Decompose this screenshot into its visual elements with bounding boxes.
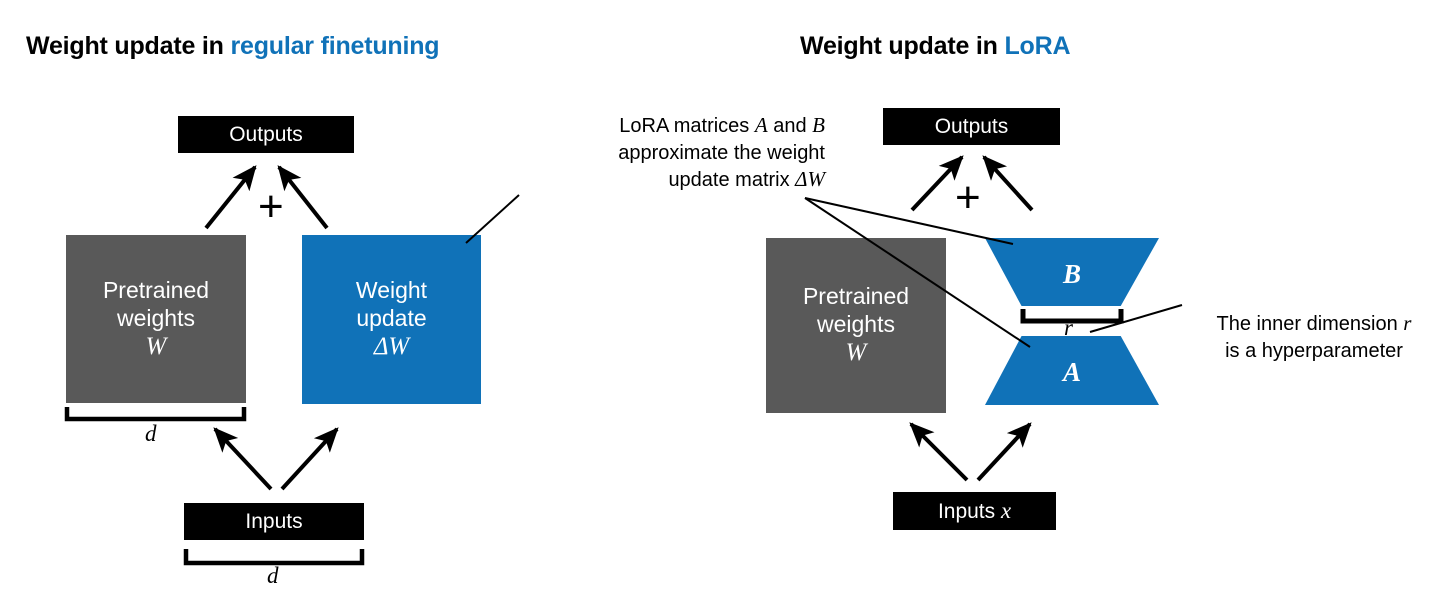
annot-lora-a: A: [754, 113, 768, 137]
outputs-box-right: Outputs: [883, 108, 1060, 145]
pretrained-line1-left: Pretrained: [102, 276, 210, 303]
pretrained-line2-left: weights: [117, 304, 195, 331]
annot-r-sym: r: [1403, 311, 1412, 335]
right-panel-title: Weight update in LoRA: [800, 32, 1071, 61]
arrow-left-inputs-to-pretrained: [213, 427, 273, 491]
annotation-inner-dimension: The inner dimension r is a hyperparamete…: [1188, 310, 1440, 364]
inputs-label-right-text: Inputs: [937, 500, 1001, 524]
weight-update-box-left: Weight update ΔW: [302, 235, 481, 404]
dimension-label-d-top: d: [145, 421, 157, 446]
plus-sign-left: +: [258, 182, 284, 231]
inputs-box-right: Inputs x: [893, 492, 1056, 530]
inputs-box-left: Inputs: [184, 503, 364, 540]
pretrained-line1-right: Pretrained: [802, 283, 910, 310]
matrix-b-label: B: [1062, 258, 1081, 289]
lora-matrix-b-trapezoid: B: [985, 238, 1159, 306]
arrow-left-inputs-to-weightupdate: [280, 427, 339, 491]
annot-lora-b: B: [812, 113, 825, 137]
annotation-lora-line2: approximate the weight: [618, 141, 825, 164]
annot-lora-pre: LoRA matrices: [619, 115, 755, 137]
inputs-label-left: Inputs: [245, 509, 303, 533]
right-title-accent: LoRA: [1004, 32, 1071, 60]
dimension-label-d-bottom: d: [267, 563, 279, 588]
pretrained-symbol-right: W: [845, 339, 867, 367]
annot-lora-deltaw: ΔW: [795, 167, 825, 192]
outputs-label-right: Outputs: [934, 114, 1009, 138]
pretrained-symbol-left: W: [145, 332, 167, 360]
left-panel-title: Weight update in regular finetuning: [26, 32, 440, 61]
annot-r-pre: The inner dimension: [1216, 313, 1404, 335]
lora-matrix-a-trapezoid: A: [985, 336, 1159, 405]
bracket-d-inputs: [183, 549, 365, 566]
pretrained-line2-right: weights: [817, 311, 895, 338]
arrow-right-b-to-outputs: [982, 155, 1034, 212]
pretrained-weights-box-left: Pretrained weights W: [66, 235, 246, 403]
arrow-left-pretrained-to-outputs: [204, 165, 257, 230]
bracket-d-pretrained: [64, 407, 247, 422]
arrow-right-inputs-to-pretrained: [909, 422, 969, 482]
left-title-plain: Weight update in: [26, 32, 231, 60]
annot-lora-line3-pre: update matrix: [668, 169, 796, 192]
annot-lora-mid: and: [767, 115, 813, 137]
weight-update-line1: Weight: [355, 277, 428, 304]
left-title-accent: regular finetuning: [230, 32, 440, 60]
leader-line-annotation-to-r: [1089, 304, 1183, 333]
weight-update-line2: update: [356, 305, 427, 332]
annotation-lora-line1: LoRA matrices A and B: [525, 112, 825, 140]
arrow-right-inputs-to-a: [976, 422, 1032, 482]
inputs-symbol-right: x: [1000, 498, 1012, 524]
dimension-label-r: r: [1064, 315, 1073, 340]
pretrained-weights-box-right: Pretrained weights W: [766, 238, 946, 413]
weight-update-symbol: ΔW: [373, 333, 410, 361]
matrix-a-label: A: [1062, 357, 1081, 387]
annotation-lora-line3: update matrix ΔW: [525, 166, 825, 194]
outputs-box-left: Outputs: [178, 116, 354, 153]
annotation-lora-matrices: LoRA matrices A and B approximate the we…: [525, 112, 825, 194]
outputs-label-left: Outputs: [229, 122, 303, 146]
right-title-plain: Weight update in: [800, 32, 1005, 60]
inputs-label-right: Inputs x: [938, 497, 1011, 525]
plus-sign-right: +: [955, 173, 981, 222]
annotation-r-line1: The inner dimension r: [1188, 310, 1440, 338]
arrow-left-weightupdate-to-outputs: [277, 165, 329, 230]
annotation-r-line2: is a hyperparameter: [1225, 339, 1403, 362]
